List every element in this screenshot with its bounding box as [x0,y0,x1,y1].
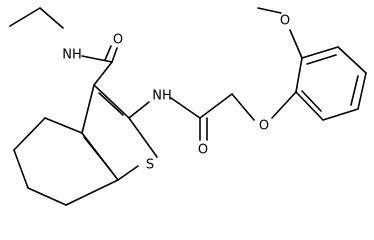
bond-ethyl-ch2-n [39,7,64,29]
bond-benz-4-double [350,75,359,106]
atom-labels: NH O NH O S O O [62,14,290,173]
bond-benz-2-double [306,54,337,65]
bond-thio-c2-s [128,117,158,158]
bond-o-ether-ring [271,91,297,119]
bond-benz-6-double [301,90,322,112]
bond-benz-4 [357,72,367,110]
bond-c-o-top [111,47,118,63]
bond-c-o-top-double [104,45,112,61]
atom-label-o-top: O [113,33,123,48]
bond-nh-carbonyl-mid [170,97,201,119]
bond-benz-1 [295,57,303,93]
bond-cyclo-4 [27,187,67,206]
atom-label-o-mid: O [198,143,208,158]
bond-benz-2 [301,46,339,59]
structure-canvas: NH O NH O S O O [9,7,367,206]
bond-n-carbonyl-top [81,55,113,63]
bonds [9,7,367,206]
atom-label-sulfur: S [146,158,154,173]
bond-thio-c3-c2-double [98,92,124,116]
atom-label-o-ether: O [259,119,269,134]
bond-benz-5 [322,108,359,121]
molecule-drawing: NH O NH O S O O [9,7,367,206]
atom-label-nh-mid: NH [152,89,172,104]
bond-cyclo-5 [65,179,119,206]
bond-c2-nh [128,101,150,119]
bond-benz-6 [295,91,324,121]
bond-cyclo-2 [13,117,46,151]
bond-thio-c7a-c3a-double [83,136,113,173]
bond-thio-c3-c2 [93,84,130,119]
bond-cyclo-3 [13,149,29,189]
bond-carbonyl-ch2 [199,93,233,119]
bond-benz-3 [337,46,367,74]
atom-label-nh-top: NH [62,48,82,63]
bond-cyclo-1 [44,117,83,134]
bond-ring-o-methoxy [289,29,303,59]
bond-o-methoxy-ch3 [257,7,282,14]
bond-ch2-o-ether [231,93,255,121]
bond-carbonyl-ring-top [93,61,113,86]
bond-thio-c3a-c3 [81,84,95,134]
bond-ethyl-ch3 [9,7,41,27]
bond-thio-s-c7a [117,165,139,181]
atom-label-o-methoxy: O [280,14,290,29]
